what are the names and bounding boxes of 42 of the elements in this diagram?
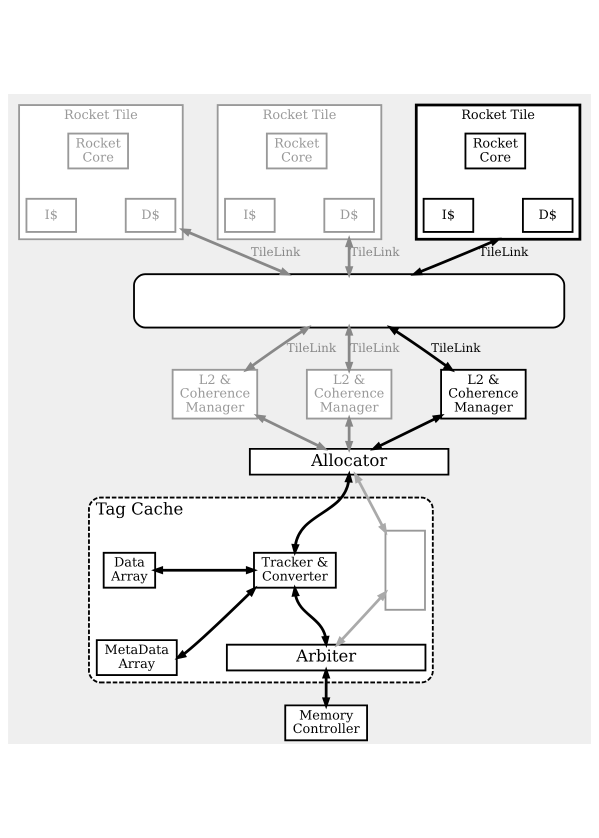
arrow	[354, 471, 388, 536]
node-box: Rocket Core	[266, 132, 328, 170]
edge-label: TileLink	[350, 340, 400, 355]
node-box: I$	[26, 198, 77, 233]
edge-label: TileLink	[431, 340, 480, 355]
node-box: Rocket Core	[67, 132, 129, 170]
edge-label: TileLink	[286, 340, 336, 355]
node-box: Tracker & Converter	[253, 552, 337, 589]
node-box: MetaData Array	[96, 639, 178, 676]
arrow	[291, 470, 353, 556]
node-box: L2 & Coherence Manager	[172, 368, 258, 420]
node-box: Rocket Core	[464, 132, 526, 170]
arrow	[344, 414, 354, 453]
node-box: L2 & Coherence Manager	[306, 368, 392, 420]
node-box: D$	[323, 198, 375, 233]
arrow	[410, 238, 502, 276]
arrow	[370, 414, 445, 451]
edge-label: TileLink	[250, 245, 300, 260]
node-box	[133, 273, 566, 328]
arrow	[254, 414, 328, 451]
arrow	[344, 235, 354, 278]
arrow	[386, 325, 455, 372]
arrow	[174, 586, 258, 660]
node-box: L2 & Coherence Manager	[440, 368, 527, 420]
node-box: D$	[522, 198, 574, 233]
arrow	[178, 228, 292, 276]
node-box: I$	[422, 198, 474, 233]
node-box	[384, 530, 426, 611]
node-box: Data Array	[102, 552, 156, 589]
arrow	[292, 584, 330, 648]
node-box: Allocator	[248, 448, 450, 476]
edge-label: TileLink	[478, 245, 528, 260]
node-box: Arbiter	[226, 644, 426, 672]
arrow	[322, 666, 330, 710]
arrow	[334, 590, 388, 648]
arrow	[243, 325, 312, 372]
node-box: D$	[124, 198, 176, 233]
node-box: Memory Controller	[284, 704, 368, 742]
arrow	[344, 324, 354, 374]
node-box: I$	[224, 198, 276, 233]
arrow	[151, 566, 258, 574]
edge-label: TileLink	[350, 245, 400, 260]
